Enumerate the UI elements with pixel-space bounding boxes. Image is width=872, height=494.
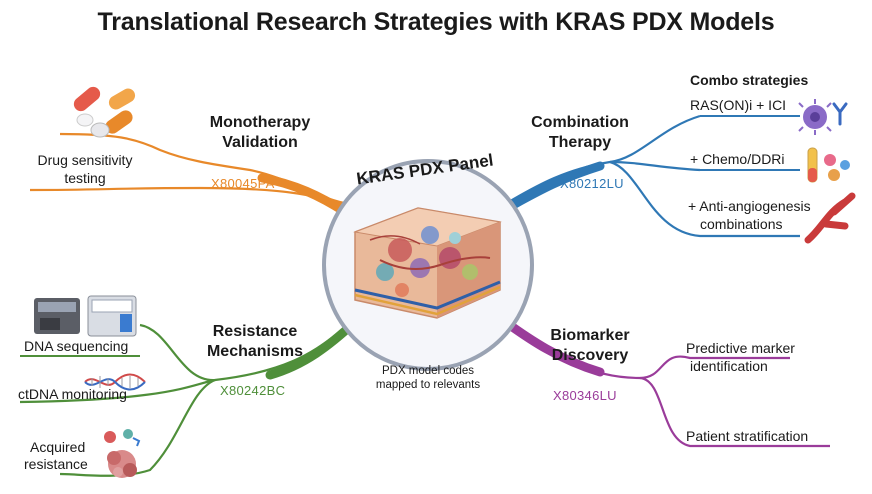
antibody-icon <box>832 102 848 126</box>
combination-code: X80212LU <box>560 176 624 191</box>
resistance-leaf-dna-seq: DNA sequencing <box>24 338 129 354</box>
immune-cell-icon <box>798 99 832 135</box>
monotherapy-title-line2: Validation <box>222 134 298 151</box>
combination-branch-2 <box>609 160 701 172</box>
cells-icon <box>104 429 141 447</box>
center-caption-line1: PDX model codes <box>381 365 475 377</box>
monotherapy-trunk <box>257 173 350 217</box>
resistance-leaf-ctdna: ctDNA monitoring <box>18 386 127 402</box>
resistance-leaf-acquired-line2: resistance <box>24 456 88 472</box>
combination-leaf-chemo: + Chemo/DDRi <box>690 151 785 167</box>
resistance-title-line1: Resistance <box>212 323 298 340</box>
monotherapy-code: X80045PA <box>211 176 275 191</box>
biomarker-title-line2: Discovery <box>551 347 629 364</box>
combination-leaf-angio-line2: combinations <box>700 216 783 232</box>
monotherapy-leaf-line1: Drug sensitivity <box>37 152 133 168</box>
combination-title-line1: Combination <box>531 114 629 131</box>
biomarker-leaf-predictive-line2: identification <box>690 358 768 374</box>
sequencer-icon <box>34 295 137 337</box>
pills-icon <box>73 86 136 138</box>
combination-leaf-angio-line1: + Anti-angiogenesis <box>688 198 811 214</box>
capsules-icon <box>824 154 850 181</box>
center-caption-line2: mapped to relevants <box>375 379 481 391</box>
biomarker-leaf-stratification: Patient stratification <box>686 428 809 444</box>
biomarker-title-line1: Biomarker <box>550 327 630 344</box>
monotherapy-leaf-line2: testing <box>64 170 106 186</box>
resistance-code: X80242BC <box>220 383 286 398</box>
blood-vessel-icon <box>804 192 856 244</box>
resistance-title-line2: Mechanisms <box>206 343 304 360</box>
biomarker-leaf-predictive-line1: Predictive marker <box>686 340 795 356</box>
resistance-branch-2 <box>19 378 216 404</box>
biomarker-code: X80346LU <box>553 388 617 403</box>
resistance-branch-3 <box>59 378 216 477</box>
monotherapy-title-line1: Monotherapy <box>209 114 311 131</box>
tissue-cross-section-icon <box>353 207 502 319</box>
combination-title-line2: Therapy <box>548 134 612 151</box>
dna-helix-icon <box>84 373 146 391</box>
combination-leaf-ras-ici: RAS(ON)i + ICI <box>690 97 787 113</box>
tumor-icon <box>107 450 137 478</box>
resistance-leaf-acquired-line1: Acquired <box>30 439 86 455</box>
biomarker-branch-2 <box>639 376 830 448</box>
test-tube-icon <box>807 147 818 183</box>
combination-branch-3 <box>609 160 800 238</box>
page-title: Translational Research Strategies with K… <box>97 8 775 36</box>
combo-strategies-header: Combo strategies <box>690 72 809 88</box>
